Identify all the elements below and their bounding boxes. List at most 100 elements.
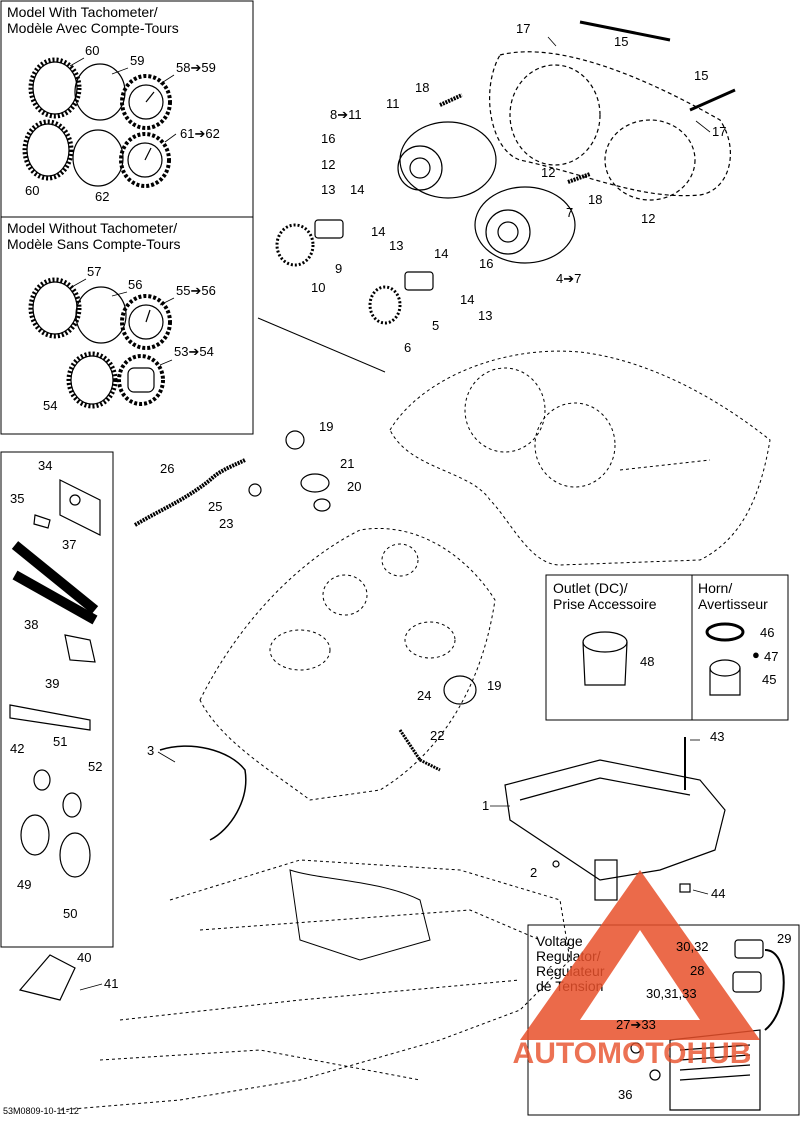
callout-16-bottom: 16 — [479, 256, 493, 271]
outlet-title-line2: Prise Accessoire — [553, 596, 657, 612]
callout-22: 22 — [430, 728, 444, 743]
callout-48: 48 — [640, 654, 654, 669]
callout-3: 3 — [147, 743, 154, 758]
callout-18-top: 18 — [415, 80, 429, 95]
panel-accessories — [0, 451, 114, 948]
panel-without-tachometer — [0, 216, 254, 435]
callout-14-center: 14 — [434, 246, 448, 261]
callout-14-mid: 14 — [371, 224, 385, 239]
dashboard-console — [199, 528, 496, 801]
watermark-triangle — [520, 870, 760, 1040]
callout-47: 47 — [764, 649, 778, 664]
callout-15-top: 15 — [614, 34, 628, 49]
callout-52: 52 — [88, 759, 102, 774]
callout-38: 38 — [24, 617, 38, 632]
callout-25: 25 — [208, 499, 222, 514]
callout-45: 45 — [762, 672, 776, 687]
callout-2: 2 — [530, 865, 537, 880]
callout-27-33: 27➔33 — [616, 1017, 656, 1032]
callout-51: 51 — [53, 734, 67, 749]
callout-16-top: 16 — [321, 131, 335, 146]
callout-23: 23 — [219, 516, 233, 531]
callout-54: 54 — [43, 398, 57, 413]
callout-6: 6 — [404, 340, 411, 355]
gauges-with-tach — [22, 57, 172, 188]
callout-50: 50 — [63, 906, 77, 921]
callout-1: 1 — [482, 798, 489, 813]
callout-60-bottom: 60 — [25, 183, 39, 198]
callout-19-top: 19 — [319, 419, 333, 434]
leader-lines — [69, 36, 711, 991]
callout-36: 36 — [618, 1087, 632, 1102]
callout-12-left: 12 — [321, 157, 335, 172]
callout-30-32: 30,32 — [676, 939, 709, 954]
callout-13-bottom: 13 — [478, 308, 492, 323]
callout-8-11: 8➔11 — [330, 107, 362, 122]
callout-61-62: 61➔62 — [180, 126, 220, 141]
watermark-text: AUTOMOTOHUB — [513, 1037, 752, 1070]
callout-39: 39 — [45, 676, 59, 691]
callout-53-54: 53➔54 — [174, 344, 214, 359]
callout-13-mid: 13 — [389, 238, 403, 253]
callout-15-right: 15 — [694, 68, 708, 83]
callout-57: 57 — [87, 264, 101, 279]
callout-11: 11 — [386, 96, 400, 111]
lower-frame — [59, 859, 571, 1111]
callout-17-right: 17 — [712, 124, 726, 139]
callout-26: 26 — [160, 461, 174, 476]
with-tach-title-line1: Model With Tachometer/ — [7, 4, 158, 20]
callout-30-31-33: 30,31,33 — [646, 986, 697, 1001]
callout-46: 46 — [760, 625, 774, 640]
wiring-parts — [18, 430, 477, 1001]
callout-56: 56 — [128, 277, 142, 292]
callout-28: 28 — [690, 963, 704, 978]
callout-40: 40 — [77, 950, 91, 965]
horn-title-line1: Horn/ — [698, 580, 732, 596]
diagram-code: 53M0809-10-11-12 — [3, 1106, 79, 1116]
callout-34: 34 — [38, 458, 52, 473]
callout-13-top: 13 — [321, 182, 335, 197]
callout-37: 37 — [62, 537, 76, 552]
callout-58-59: 58➔59 — [176, 60, 216, 75]
electrical-box — [504, 737, 726, 901]
callout-12-right: 12 — [541, 165, 555, 180]
callout-59: 59 — [130, 53, 144, 68]
panel-outlet-horn — [545, 574, 789, 721]
outlet-and-horn — [582, 622, 745, 696]
callout-4-7: 4➔7 — [556, 271, 581, 286]
callout-20: 20 — [347, 479, 361, 494]
callout-24: 24 — [417, 688, 431, 703]
callout-7: 7 — [566, 205, 573, 220]
callout-19-mid: 19 — [487, 678, 501, 693]
without-tach-title-line2: Modèle Sans Compte-Tours — [7, 236, 181, 252]
front-fairing — [257, 317, 771, 566]
voltage-title-line1: Voltage — [536, 933, 583, 949]
callout-43: 43 — [710, 729, 724, 744]
oil-drop-icon: ● — [752, 647, 760, 662]
watermark-logo: AUTOMOTOHUB — [513, 870, 760, 1070]
callout-21: 21 — [340, 456, 354, 471]
callout-29: 29 — [777, 931, 791, 946]
callout-35: 35 — [10, 491, 24, 506]
callout-17-top: 17 — [516, 21, 530, 36]
callout-9: 9 — [335, 261, 342, 276]
callout-18-right: 18 — [588, 192, 602, 207]
callout-62: 62 — [95, 189, 109, 204]
callout-5: 5 — [432, 318, 439, 333]
callout-44: 44 — [711, 886, 725, 901]
callout-12-far-right: 12 — [641, 211, 655, 226]
callout-41: 41 — [104, 976, 118, 991]
callout-55-56: 55➔56 — [176, 283, 216, 298]
callout-14-bottom: 14 — [460, 292, 474, 307]
with-tach-title-line2: Modèle Avec Compte-Tours — [7, 20, 179, 36]
callout-10: 10 — [311, 280, 325, 295]
callout-49: 49 — [17, 877, 31, 892]
horn-title-line2: Avertisseur — [698, 596, 768, 612]
callout-14-top: 14 — [350, 182, 364, 197]
callout-42: 42 — [10, 741, 24, 756]
callout-numbers: 60 59 58➔59 60 62 61➔62 57 56 55➔56 54 5… — [10, 21, 791, 1102]
gauges-without-tach — [28, 277, 172, 409]
outlet-title-line1: Outlet (DC)/ — [553, 580, 628, 596]
